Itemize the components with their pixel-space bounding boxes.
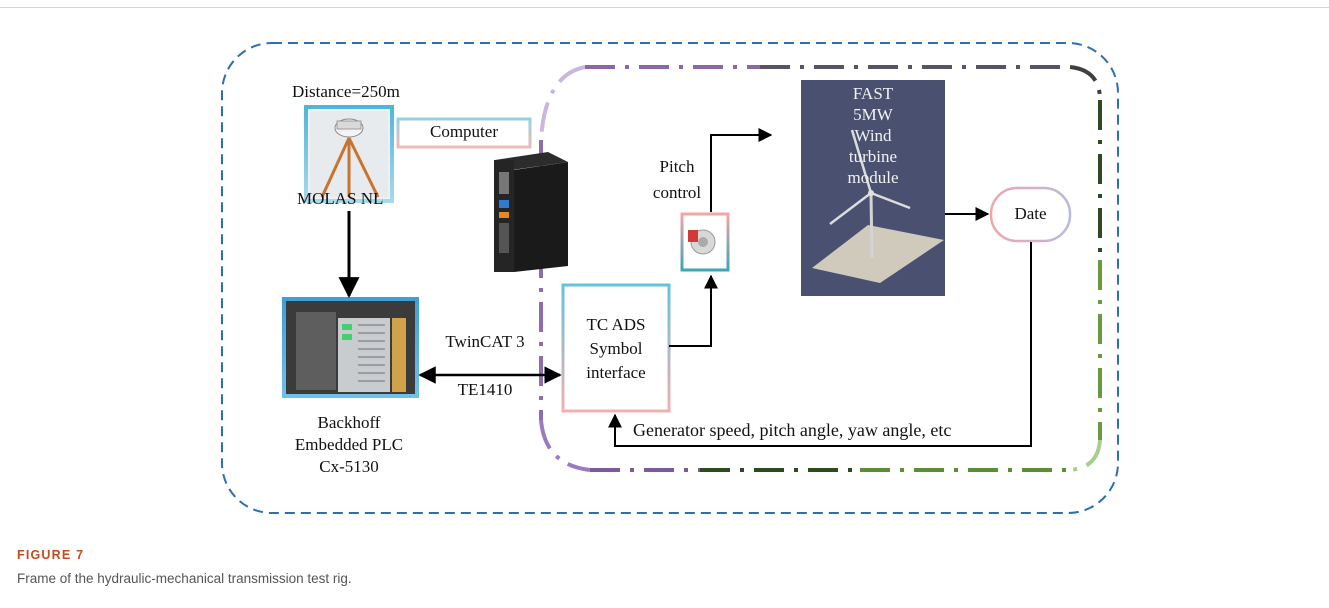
figure-caption: Frame of the hydraulic-mechanical transm…	[17, 571, 352, 586]
fast-turbine-label: FAST 5MW Wind turbine module	[801, 83, 945, 188]
fast-label-line: turbine	[848, 147, 898, 166]
fast-label-line: FAST	[852, 84, 894, 103]
computer-box	[396, 117, 532, 149]
figure-label: FIGURE 7	[17, 548, 85, 562]
backhoff-line: Backhoff	[317, 413, 381, 432]
pitch-control-label: Pitch control	[642, 154, 712, 206]
pitch-control-line-1: Pitch	[659, 157, 695, 176]
computer-label: Computer	[430, 122, 498, 141]
fast-label-line: 5MW	[853, 105, 893, 124]
fast-label-line: Wind	[854, 126, 892, 145]
fast-label-line: module	[847, 168, 899, 187]
pitch-actuator-image	[680, 212, 730, 272]
backhoff-plc-image	[282, 297, 419, 398]
top-divider	[0, 7, 1329, 8]
connection-arrows	[338, 128, 1032, 447]
feedback-label: Generator speed, pitch angle, yaw angle,…	[633, 420, 952, 440]
pitch-control-line-2: control	[652, 183, 702, 202]
fast-turbine-panel	[801, 80, 945, 296]
twincat-line-1: TwinCAT 3	[445, 332, 525, 351]
backhoff-line: Embedded PLC	[294, 435, 404, 454]
distance-label: Distance=250m	[292, 82, 400, 101]
backhoff-line: Cx-5130	[319, 457, 379, 476]
tc-ads-label: TC ADS Symbol interface	[563, 313, 669, 385]
backhoff-label: Backhoff Embedded PLC Cx-5130	[274, 412, 424, 478]
twincat-line-2: TE1410	[457, 380, 513, 399]
tc-ads-line: Symbol	[589, 339, 643, 358]
test-rig-diagram	[221, 42, 1119, 514]
date-label: Date	[1014, 204, 1047, 223]
outer-boundary	[221, 42, 1119, 514]
tc-ads-box	[561, 283, 671, 413]
molas-lidar-image	[304, 105, 394, 203]
tc-ads-line: interface	[586, 363, 646, 382]
pc-tower-image	[494, 152, 568, 272]
date-box	[989, 186, 1072, 243]
tc-ads-line: TC ADS	[586, 315, 646, 334]
twincat-label: TwinCAT 3 TE1410	[430, 327, 540, 405]
molas-label: MOLAS NL	[297, 189, 384, 208]
